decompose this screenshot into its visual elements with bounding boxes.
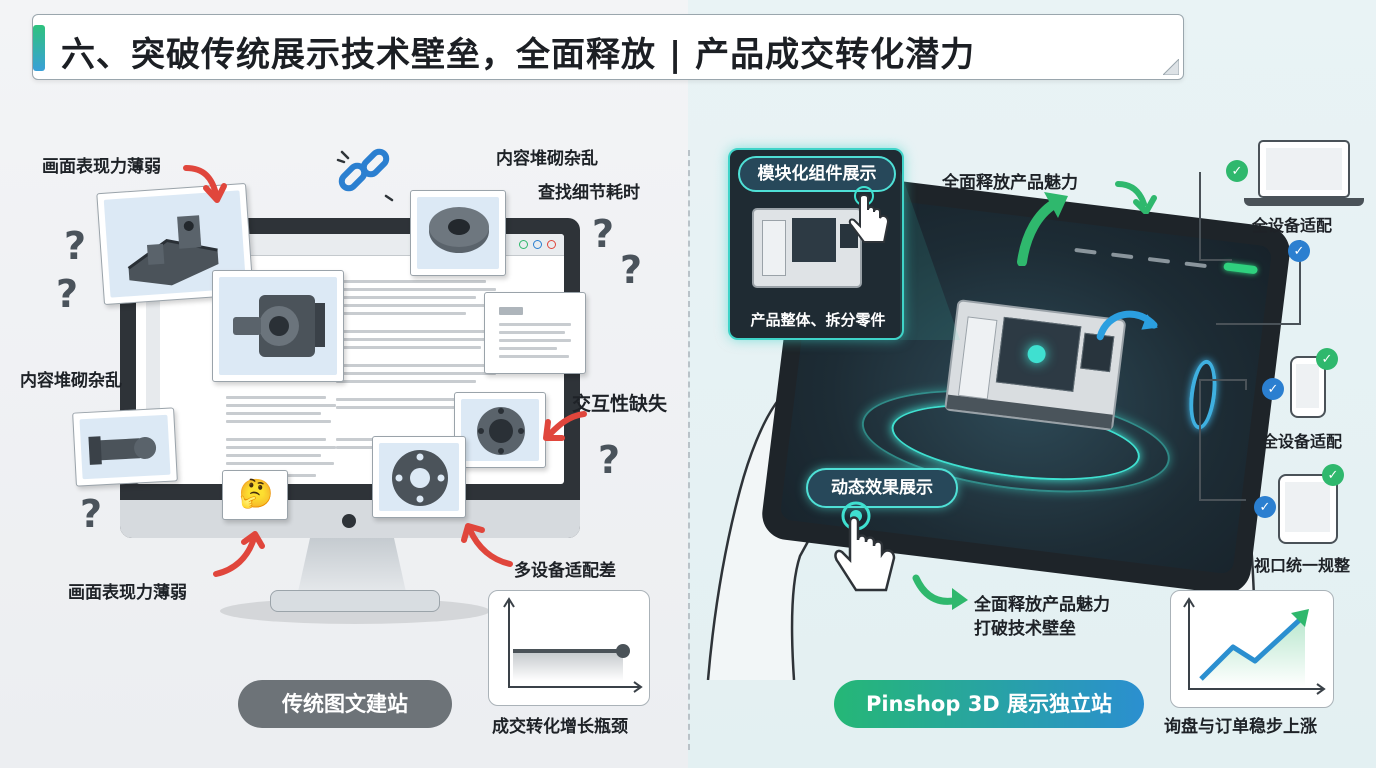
device-connector-lines [1199, 172, 1301, 501]
monitor-base [270, 590, 440, 612]
motor-part-image [233, 295, 325, 357]
question-mark-icon: ? [592, 212, 615, 256]
label-break-barriers: 打破技术壁垒 [974, 619, 1076, 639]
monitor-neck [298, 538, 406, 592]
laptop-device-icon [1258, 140, 1350, 198]
label-weak-visual-bottom: 画面表现力薄弱 [68, 583, 187, 603]
popup-caption: 产品整体、拆分零件 [750, 311, 886, 329]
laptop-base [1244, 198, 1364, 206]
page-title: 六、突破传统展示技术壁垒，全面释放 | 产品成交转化潜力 [61, 35, 976, 75]
label-weak-visual-top: 画面表现力薄弱 [42, 157, 161, 177]
green-check-icon: ✓ [1322, 464, 1344, 486]
document-card [484, 292, 586, 374]
emoji-card: 🤔 [222, 470, 288, 520]
disk-part-image [392, 450, 448, 506]
blue-check-icon: ✓ [1254, 496, 1276, 518]
window-dot-icon [547, 240, 556, 249]
pointer-hand-icon [848, 186, 890, 243]
green-arrow-icon [1017, 192, 1068, 266]
monitor-camera [342, 514, 356, 528]
title-banner: 六、突破传统展示技术壁垒，全面释放 | 产品成交转化潜力 [32, 14, 1184, 80]
red-arrow-icon [183, 165, 227, 203]
title-accent-bar [33, 25, 45, 71]
green-check-icon: ✓ [1316, 348, 1338, 370]
traditional-site-pill: 传统图文建站 [238, 680, 452, 728]
label-release-appeal-top: 全面释放产品魅力 [942, 173, 1078, 193]
label-messy-content-top: 内容堆砌杂乱 [496, 149, 598, 169]
product-image-card [96, 182, 254, 306]
green-arrow-icon [1115, 181, 1157, 214]
rotate-arrow-icon [1096, 310, 1158, 341]
ring-part-image [429, 207, 489, 253]
blue-check-icon: ✓ [1288, 240, 1310, 262]
popup-machine-image [752, 208, 862, 288]
product-image-card [372, 436, 466, 518]
label-messy-content-left: 内容堆砌杂乱 [20, 371, 122, 391]
green-check-icon: ✓ [1226, 160, 1248, 182]
label-device-fit-1: 全设备适配 [1252, 216, 1333, 235]
product-image-card [212, 270, 344, 382]
panel-divider [688, 150, 690, 750]
popup-connector-beam [900, 170, 960, 340]
product-image-card [454, 392, 546, 468]
product-image-card [410, 190, 506, 276]
label-conversion-bottleneck: 成交转化增长瓶颈 [492, 717, 628, 737]
product-image-card [72, 407, 178, 487]
rising-growth-chart [1183, 597, 1326, 695]
blue-check-icon: ✓ [1262, 378, 1284, 400]
label-poor-device-fit: 多设备适配差 [514, 561, 616, 581]
tablet-device-icon [1278, 474, 1338, 544]
popup-title[interactable]: 模块化组件展示 [738, 156, 896, 192]
window-dot-icon [519, 240, 528, 249]
modular-component-popup: 模块化组件展示 产品整体、拆分零件 [728, 148, 904, 340]
red-arrow-icon [543, 411, 587, 441]
broken-link-icon [336, 148, 394, 202]
question-mark-icon: ? [56, 272, 79, 316]
window-dot-icon [533, 240, 542, 249]
green-arrow-icon [912, 574, 968, 610]
label-slow-find: 查找细节耗时 [538, 183, 640, 203]
pinshop-3d-site-pill: Pinshop 3D 展示独立站 [834, 680, 1144, 728]
bracket-part-image [127, 215, 219, 286]
red-arrow-icon [213, 531, 265, 577]
tablet-device [759, 169, 1293, 597]
label-steady-growth: 询盘与订单稳步上涨 [1164, 717, 1317, 737]
label-no-interactivity: 交互性缺失 [572, 393, 668, 415]
tablet-screen [779, 191, 1273, 575]
label-device-fit-2: 全设备适配 [1262, 432, 1343, 451]
flat-growth-chart [503, 597, 643, 693]
question-mark-icon: ? [80, 492, 103, 536]
dynamic-effect-pill[interactable]: 动态效果展示 [806, 468, 958, 508]
red-arrow-icon [461, 523, 513, 567]
label-release-appeal-bottom: 全面释放产品魅力 [974, 595, 1110, 615]
bottleneck-chart-card [488, 590, 650, 706]
question-mark-icon: ? [598, 438, 621, 482]
page-fold-icon [1163, 59, 1179, 75]
label-viewport-unified: 视口统一规整 [1254, 556, 1351, 575]
flange-part-image [477, 407, 525, 455]
thinking-face-icon: 🤔 [238, 477, 274, 510]
question-mark-icon: ? [64, 224, 87, 268]
growth-chart-card [1170, 590, 1334, 708]
question-mark-icon: ? [620, 248, 643, 292]
cylinder-part-image [88, 436, 157, 465]
tap-hand-icon [834, 501, 896, 592]
